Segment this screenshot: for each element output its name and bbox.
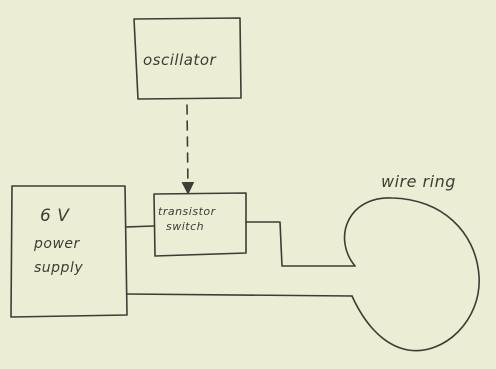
power-supply-voltage-label: 6 V <box>40 206 70 226</box>
control-arrow <box>181 104 195 195</box>
wire-supply-to-ring <box>126 293 353 297</box>
transistor-switch-label-line1: transistor <box>158 205 216 218</box>
wire-switch-to-ring <box>245 221 356 267</box>
wire-ring-label: wire ring <box>381 172 456 191</box>
transistor-switch-box <box>153 192 247 257</box>
power-supply-box <box>10 185 128 318</box>
wire-ring-loop <box>343 197 480 352</box>
transistor-switch-label-line2: switch <box>166 220 205 233</box>
oscillator-box <box>133 17 242 100</box>
oscillator-label: oscillator <box>143 51 217 69</box>
power-supply-label-line2: power <box>34 236 80 252</box>
power-supply-label-line3: supply <box>34 260 84 276</box>
wire-power-to-switch <box>125 225 155 228</box>
